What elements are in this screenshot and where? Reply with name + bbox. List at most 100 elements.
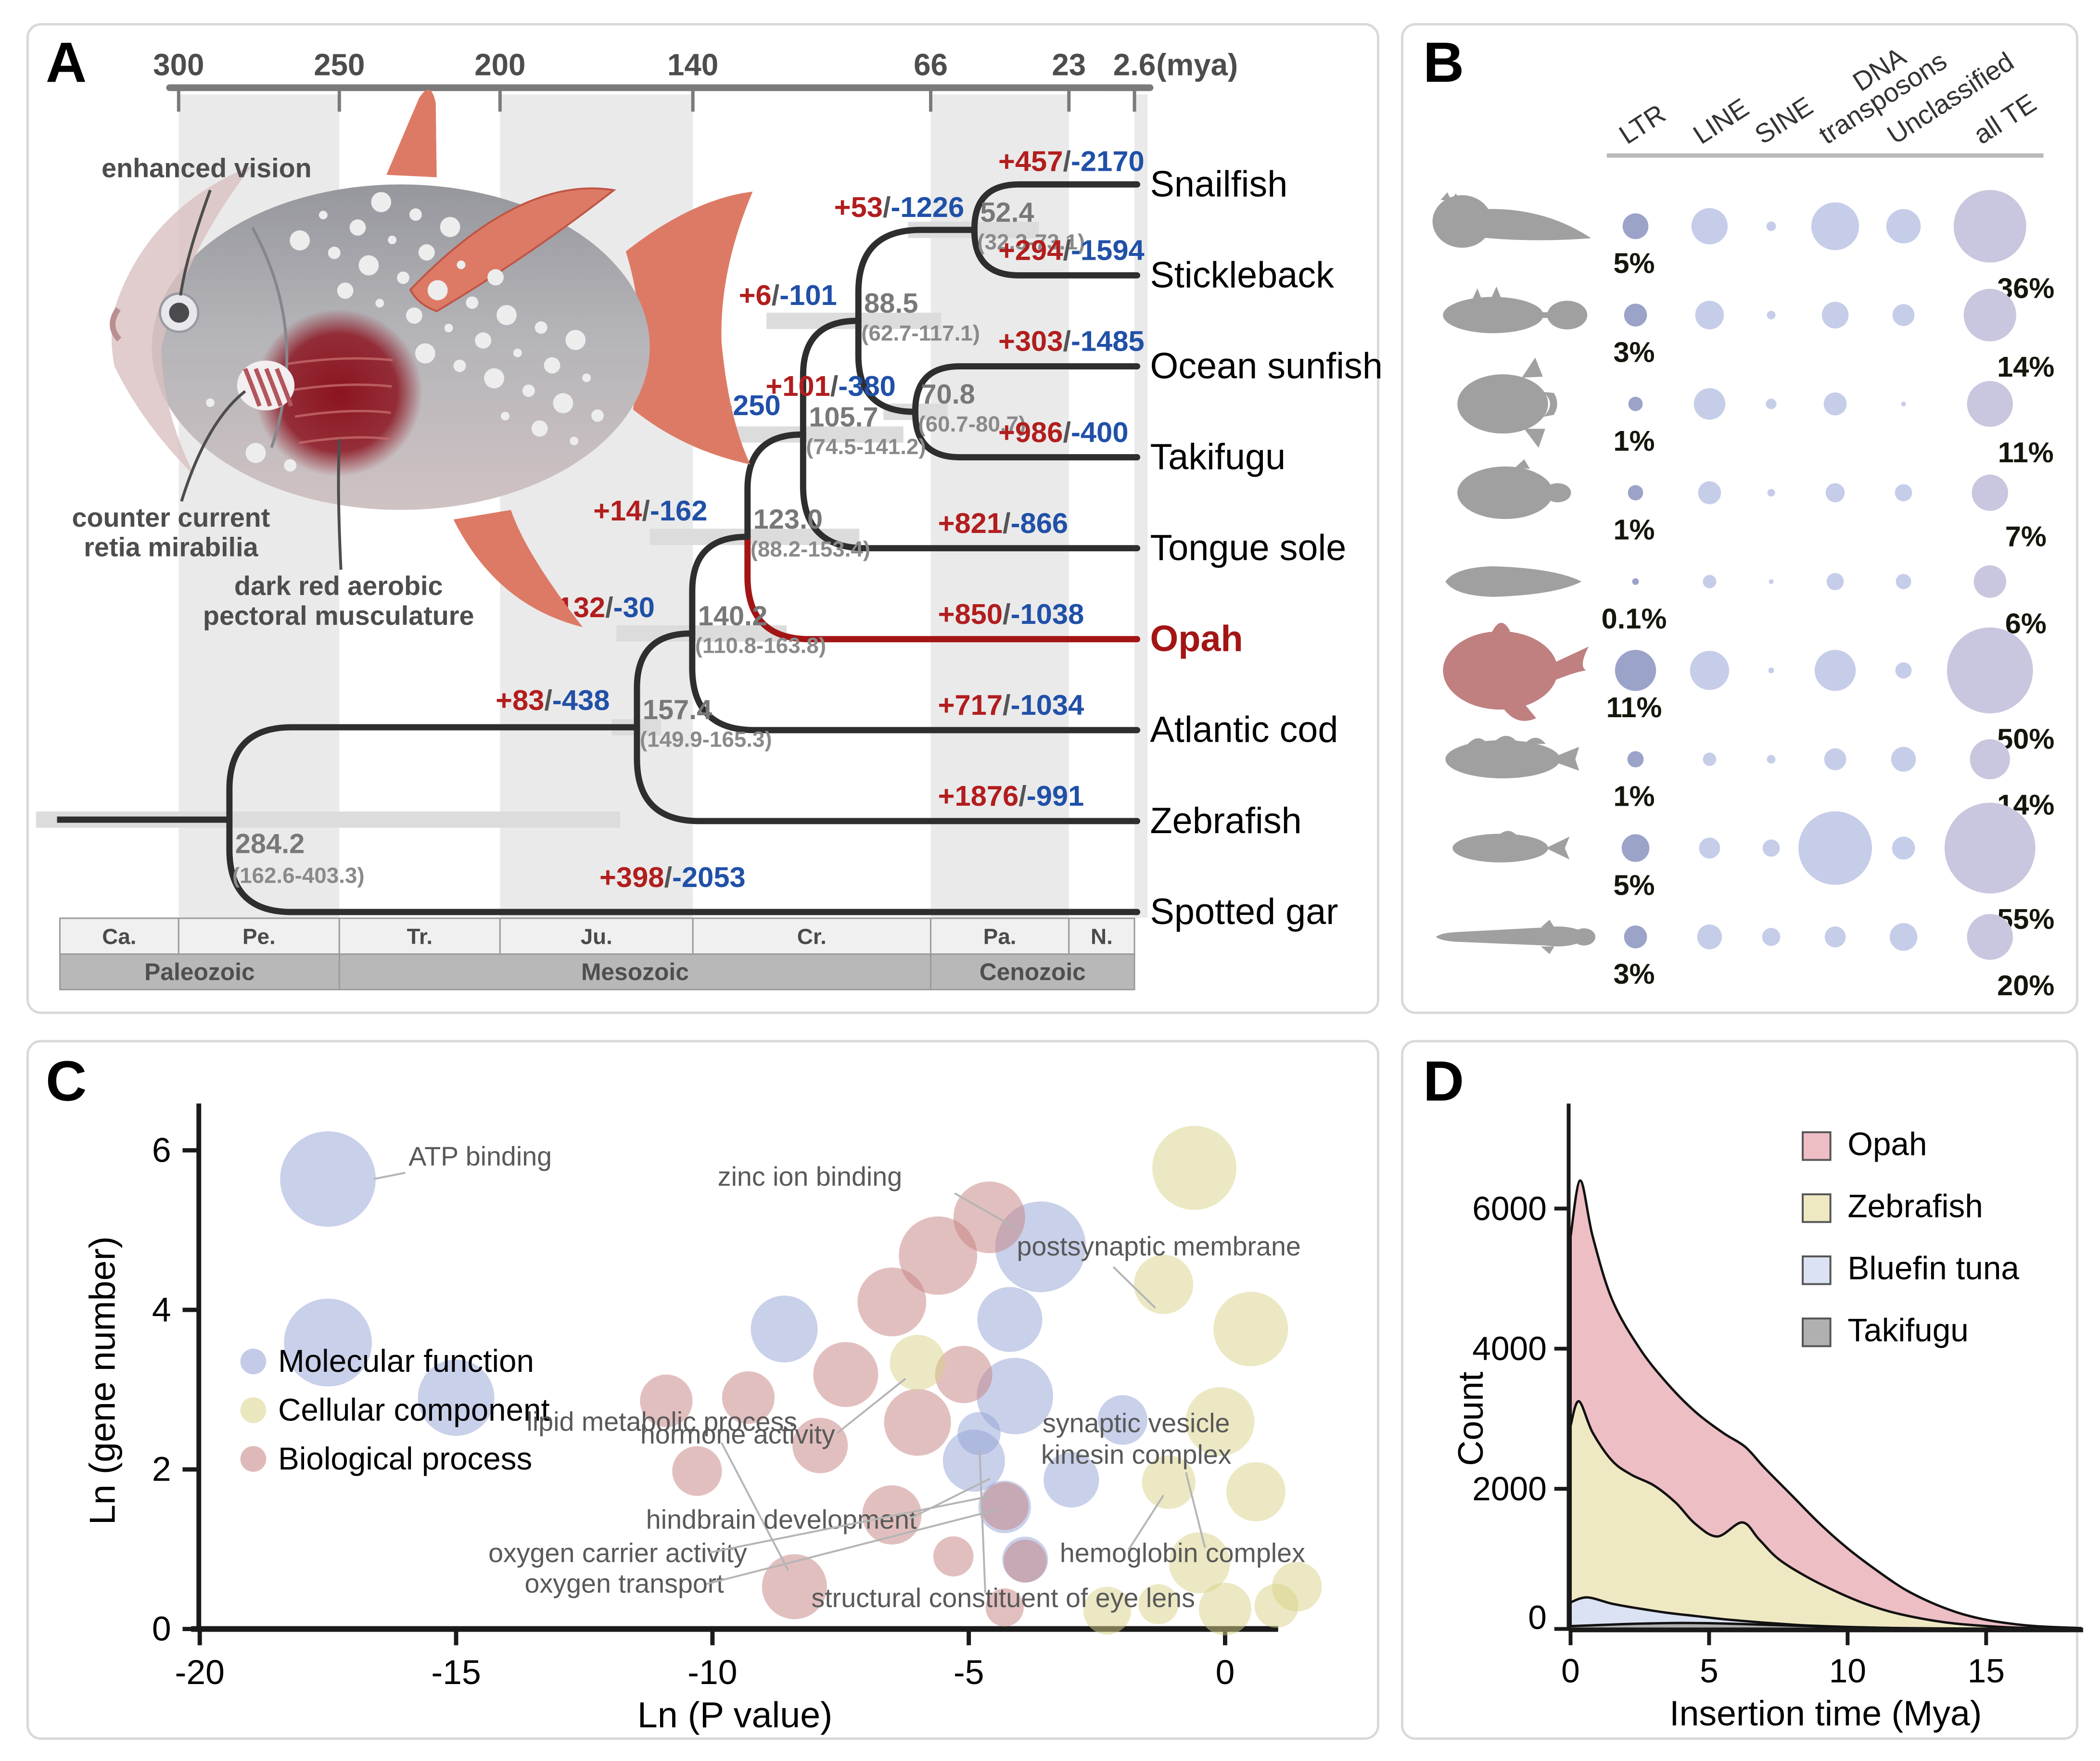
panel-a-label: A [46, 31, 87, 94]
time-tick-label: 66 [914, 48, 948, 82]
d-y-tick-label: 6000 [1472, 1190, 1547, 1227]
col-header-ltr: LTR [1614, 99, 1670, 150]
annot-retia-mirabilia: retia mirabilia [84, 532, 258, 562]
allte-pct-label: 14% [1997, 351, 2054, 383]
ltr-pct-label: 1% [1614, 514, 1655, 546]
annot-retia-mirabilia: counter current [72, 503, 270, 532]
node-ci-label: (149.9-165.3) [640, 727, 772, 752]
pelvic-fin [453, 510, 583, 627]
te-bubble-spotted-gar-unclassified [1889, 923, 1918, 951]
density-area-zebrafish [1569, 1400, 2082, 1630]
era-label: Cenozoic [980, 958, 1086, 985]
go-bubble-cc [890, 1335, 945, 1391]
time-unit-label: (mya) [1156, 48, 1238, 82]
gainloss-label: +14/-162 [593, 494, 707, 527]
annot-pectoral-musculature: pectoral musculature [203, 601, 474, 631]
d-legend-swatch-tuna [1802, 1255, 1832, 1285]
ltr-pct-label: 0.1% [1602, 602, 1667, 634]
go-annotation: hemoglobin complex [1060, 1538, 1305, 1568]
c-x-tick-label: -5 [954, 1653, 984, 1692]
gainloss-label: +294/-1594 [998, 234, 1145, 266]
time-axis [166, 84, 1154, 91]
time-tick-label: 250 [314, 48, 365, 82]
go-bubble-mf [977, 1357, 1054, 1434]
branch-internal [689, 533, 751, 637]
go-bubble-bp [899, 1216, 978, 1295]
d-x-tick-label: 10 [1829, 1652, 1866, 1690]
te-bubble-ocean-sunfish-ltr [1628, 396, 1643, 411]
branch-internal [634, 630, 696, 731]
go-annotation: oxygen carrier activity [488, 1538, 747, 1568]
tip-label-atlantic-cod: Atlantic cod [1150, 710, 1338, 750]
c-y-tick-label: 4 [152, 1291, 171, 1329]
head-shade [111, 165, 253, 477]
aerobic-muscle [255, 309, 422, 477]
go-bubble-bp [953, 1181, 1025, 1254]
time-tick [498, 88, 502, 112]
te-bubble-tongue-sole-ltr [1632, 578, 1639, 585]
d-legend-label-tuna: Bluefin tuna [1847, 1251, 2019, 1287]
node-ci-label: (62.7-117.1) [861, 321, 980, 345]
time-tick [691, 88, 695, 112]
te-bubble-spotted-gar-sine [1762, 927, 1781, 946]
ltr-pct-label: 11% [1606, 691, 1662, 723]
tip-label-zebrafish: Zebrafish [1150, 801, 1301, 841]
panel-b-label: B [1423, 31, 1464, 94]
d-x-tick-label: 15 [1968, 1652, 2005, 1690]
gainloss-label: +53/-1226 [834, 191, 965, 223]
spot [484, 368, 505, 389]
period-cell [1068, 917, 1135, 955]
te-bubble-atlantic-cod-ltr [1627, 751, 1644, 768]
spot [570, 436, 579, 445]
spot [415, 343, 435, 364]
go-bubble-cc [1169, 1532, 1230, 1594]
d-x-tick-label: 0 [1561, 1652, 1580, 1690]
leader-vision [179, 190, 212, 296]
spot [553, 393, 573, 414]
go-bubble-cc [1198, 1583, 1252, 1635]
silhouette-zebrafish [1452, 831, 1570, 862]
node-ci-label: (88.2-153.4) [751, 537, 870, 561]
c-x-tick-label: -20 [175, 1653, 225, 1692]
silhouette-sunfish [1457, 357, 1557, 448]
time-tick-label: 300 [153, 48, 204, 82]
dorsal-fin [386, 89, 437, 177]
te-bubble-tongue-sole-line [1703, 575, 1717, 588]
node-ci-label: (162.6-403.3) [232, 863, 365, 887]
te-bubble-atlantic-cod-sine [1767, 755, 1776, 764]
te-bubble-takifugu-all-te [1972, 474, 2009, 511]
go-bubble-mf [1044, 1452, 1099, 1508]
spot [475, 332, 492, 349]
muscle-stria [291, 383, 392, 392]
te-bubble-opah-ltr [1615, 650, 1656, 691]
time-tick [929, 88, 933, 112]
te-bubble-stickleback-sine [1767, 311, 1776, 319]
go-bubble-mf [977, 1287, 1043, 1352]
spot [406, 307, 422, 324]
branch-internal [226, 724, 640, 823]
branch-internal [855, 317, 918, 415]
silhouette-fugu [1457, 459, 1571, 519]
go-bubble-bp [935, 1345, 993, 1404]
gainloss-label: +101/-380 [765, 370, 896, 402]
go-bubble-bp [672, 1446, 722, 1496]
node-ci-label: (110.8-163.8) [695, 633, 826, 658]
go-annotation: synaptic vesicle [1043, 1408, 1230, 1438]
te-bubble-snailfish-ltr [1622, 213, 1649, 240]
gill-patch [237, 360, 295, 411]
d-x-axis-title: Insertion time (Mya) [1669, 1693, 1982, 1733]
go-bubble-mf [418, 1359, 495, 1436]
te-bubble-zebrafish-ltr [1621, 834, 1650, 862]
period-cell [930, 917, 1070, 955]
col-header-line: LINE [1688, 92, 1754, 150]
go-bubble-bp [640, 1374, 693, 1427]
branch-internal [855, 227, 978, 324]
te-bubble-takifugu-dna-transposons [1825, 483, 1845, 503]
tip-label-spotted-gar: Spotted gar [1150, 892, 1338, 932]
spot [487, 269, 504, 286]
geo-band [1134, 94, 1148, 918]
go-bubble-cc [1226, 1462, 1285, 1521]
silhouette-snailfish [1432, 192, 1591, 248]
